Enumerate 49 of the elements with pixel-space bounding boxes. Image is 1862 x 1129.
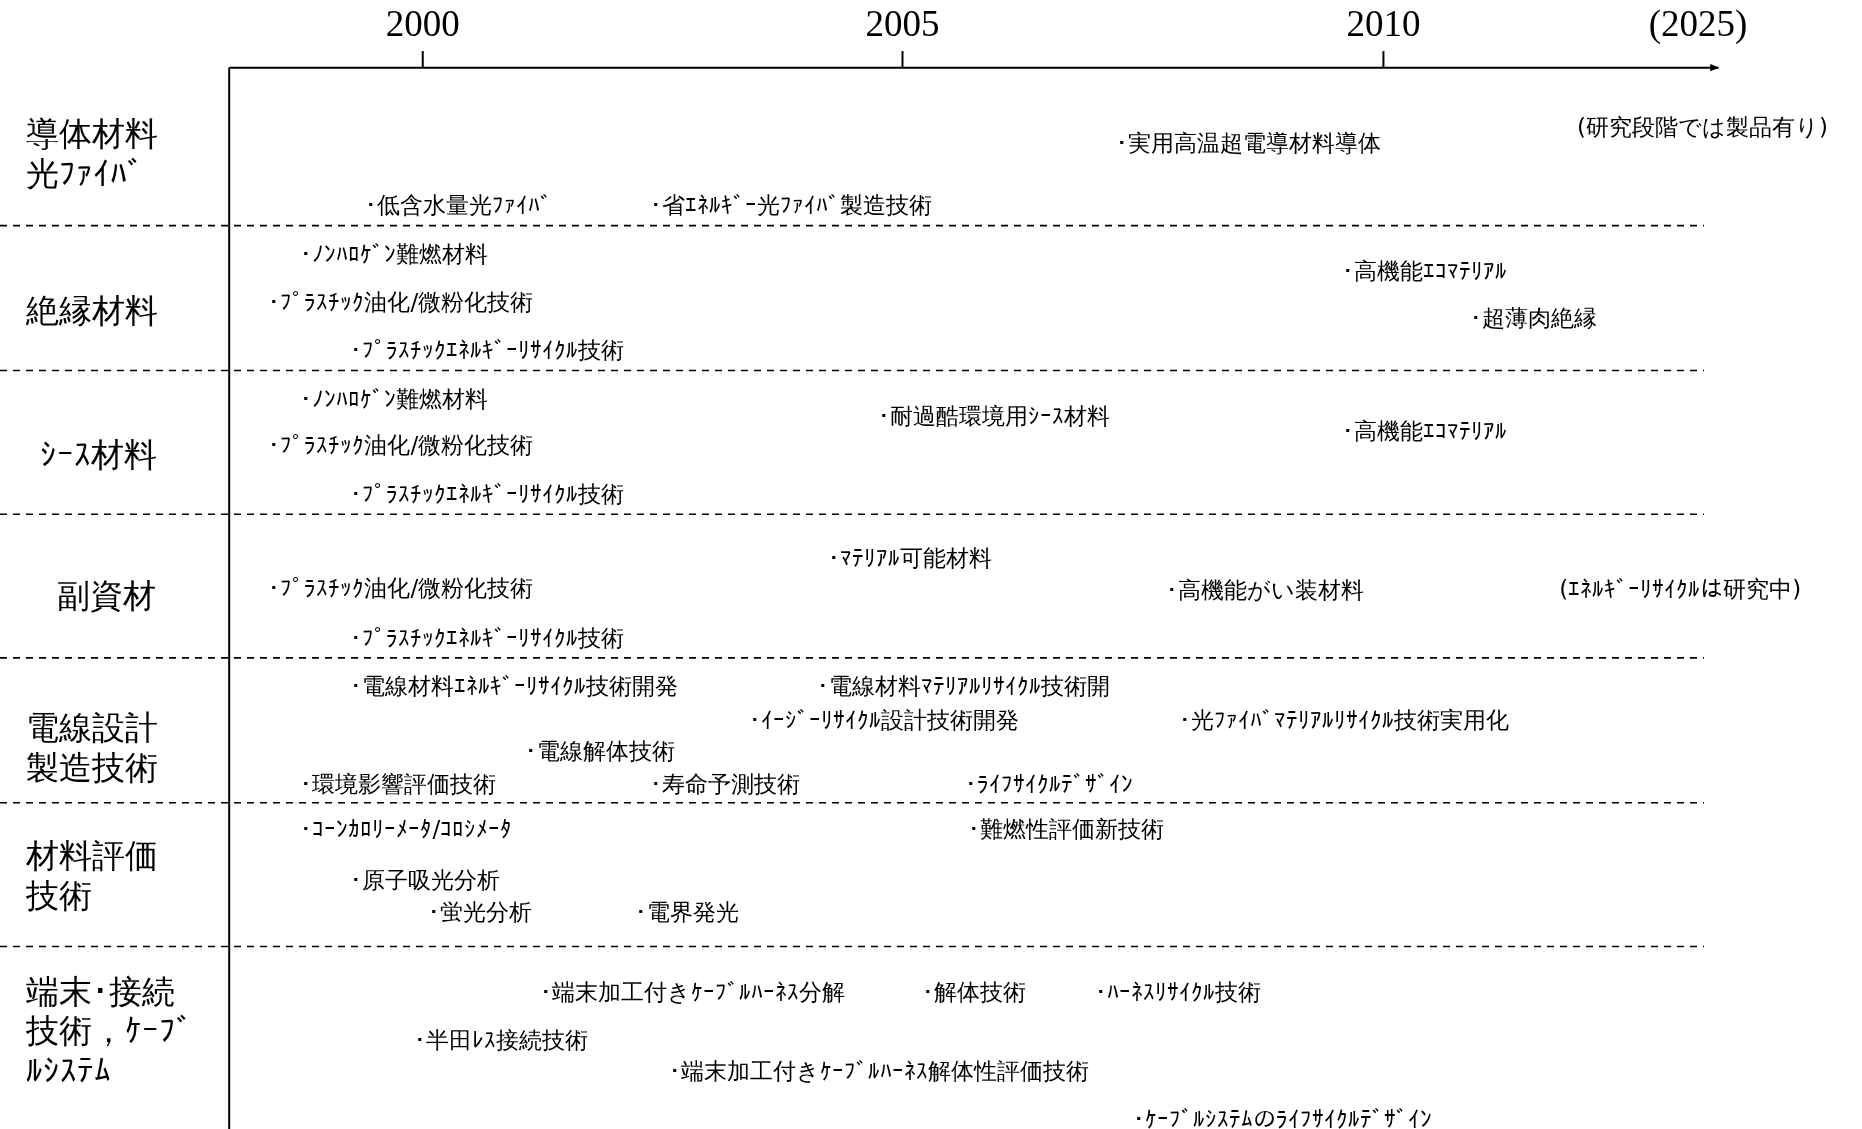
- item-label: (ｴﾈﾙｷﾞｰﾘｻｲｸﾙは研究中): [1559, 575, 1802, 603]
- item-label: ･原子吸光分析: [350, 866, 501, 894]
- year-label: (2025): [1648, 2, 1748, 45]
- item-label: ･耐過酷環境用ｼｰｽ材料: [877, 402, 1110, 429]
- item-label: ･実用高温超電導材料導体: [1116, 129, 1382, 156]
- item-label: ･ﾌﾟﾗｽﾁｯｸ油化/微粉化技術: [268, 288, 534, 315]
- item-label: ･蛍光分析: [427, 898, 532, 926]
- category-label: 絶縁材料: [26, 291, 160, 331]
- year-label: 2000: [385, 2, 460, 45]
- item-label: ･電界発光: [635, 898, 740, 926]
- item-label: ･解体技術: [921, 978, 1026, 1005]
- item-label: ･低含水量光ﾌｧｲﾊﾞ: [364, 192, 552, 219]
- item-label: ･ｹｰﾌﾞﾙｼｽﾃﾑのﾗｲﾌｻｲｸﾙﾃﾞｻﾞｲﾝ: [1132, 1105, 1432, 1129]
- year-label: 2010: [1346, 2, 1421, 45]
- item-label: ･ﾌﾟﾗｽﾁｯｸｴﾈﾙｷﾞｰﾘｻｲｸﾙ技術: [350, 624, 625, 651]
- category-label: 導体材料光ﾌｧｲﾊﾞ: [26, 114, 160, 194]
- item-label: ･ﾗｲﾌｻｲｸﾙﾃﾞｻﾞｲﾝ: [965, 770, 1134, 797]
- item-label: ･超薄肉絶縁: [1470, 305, 1598, 332]
- item-label: ･省ｴﾈﾙｷﾞｰ光ﾌｧｲﾊﾞ製造技術: [649, 192, 932, 219]
- item-label: ･ﾌﾟﾗｽﾁｯｸ油化/微粉化技術: [268, 574, 534, 602]
- category-label: 材料評価技術: [26, 836, 160, 916]
- item-label: ･ﾏﾃﾘｱﾙ可能材料: [827, 544, 992, 572]
- item-label: ･ﾌﾟﾗｽﾁｯｸｴﾈﾙｷﾞｰﾘｻｲｸﾙ技術: [350, 480, 625, 508]
- item-label: ･寿命予測技術: [649, 770, 800, 797]
- item-label: ･端末加工付きｹｰﾌﾞﾙﾊｰﾈｽ分解: [540, 978, 846, 1005]
- item-label: ･ｲｰｼﾞｰﾘｻｲｸﾙ設計技術開発: [749, 706, 1020, 733]
- item-label: ･電線材料ﾏﾃﾘｱﾙﾘｻｲｸﾙ技術開: [817, 673, 1110, 700]
- item-label: ･光ﾌｧｲﾊﾞﾏﾃﾘｱﾙﾘｻｲｸﾙ技術実用化: [1179, 706, 1510, 733]
- item-label: ･端末加工付きｹｰﾌﾞﾙﾊｰﾈｽ解体性評価技術: [668, 1057, 1089, 1085]
- item-label: ･高機能ｴｺﾏﾃﾘｱﾙ: [1341, 257, 1507, 284]
- item-label: ･難燃性評価新技術: [967, 815, 1164, 843]
- item-label: ･ﾌﾟﾗｽﾁｯｸ油化/微粉化技術: [268, 432, 534, 459]
- item-label: (研究段階では製品有り): [1577, 113, 1828, 141]
- category-label: 端末･接続技術，ｹｰﾌﾞﾙｼｽﾃﾑ: [26, 971, 195, 1091]
- item-label: ･高機能がい装材料: [1166, 576, 1365, 604]
- item-label: ･ｺｰﾝｶﾛﾘｰﾒｰﾀ/ｺﾛｼﾒｰﾀ: [300, 815, 513, 843]
- item-label: ･ﾊｰﾈｽﾘｻｲｸﾙ技術: [1094, 978, 1261, 1005]
- year-label: 2005: [865, 2, 940, 45]
- category-label: 副資材: [57, 576, 157, 616]
- item-label: ･電線材料ｴﾈﾙｷﾞｰﾘｻｲｸﾙ技術開発: [350, 673, 679, 700]
- item-label: ･電線解体技術: [524, 737, 675, 764]
- item-label: ･ﾉﾝﾊﾛｹﾞﾝ難燃材料: [300, 385, 489, 413]
- item-label: ･半田ﾚｽ接続技術: [414, 1027, 589, 1054]
- category-label: ｼｰｽ材料: [40, 435, 159, 475]
- item-label: ･ﾌﾟﾗｽﾁｯｸｴﾈﾙｷﾞｰﾘｻｲｸﾙ技術: [350, 337, 625, 364]
- item-label: ･高機能ｴｺﾏﾃﾘｱﾙ: [1341, 417, 1507, 445]
- category-label: 電線設計製造技術: [26, 708, 160, 788]
- item-label: ･ﾉﾝﾊﾛｹﾞﾝ難燃材料: [300, 240, 489, 268]
- item-label: ･環境影響評価技術: [300, 770, 497, 797]
